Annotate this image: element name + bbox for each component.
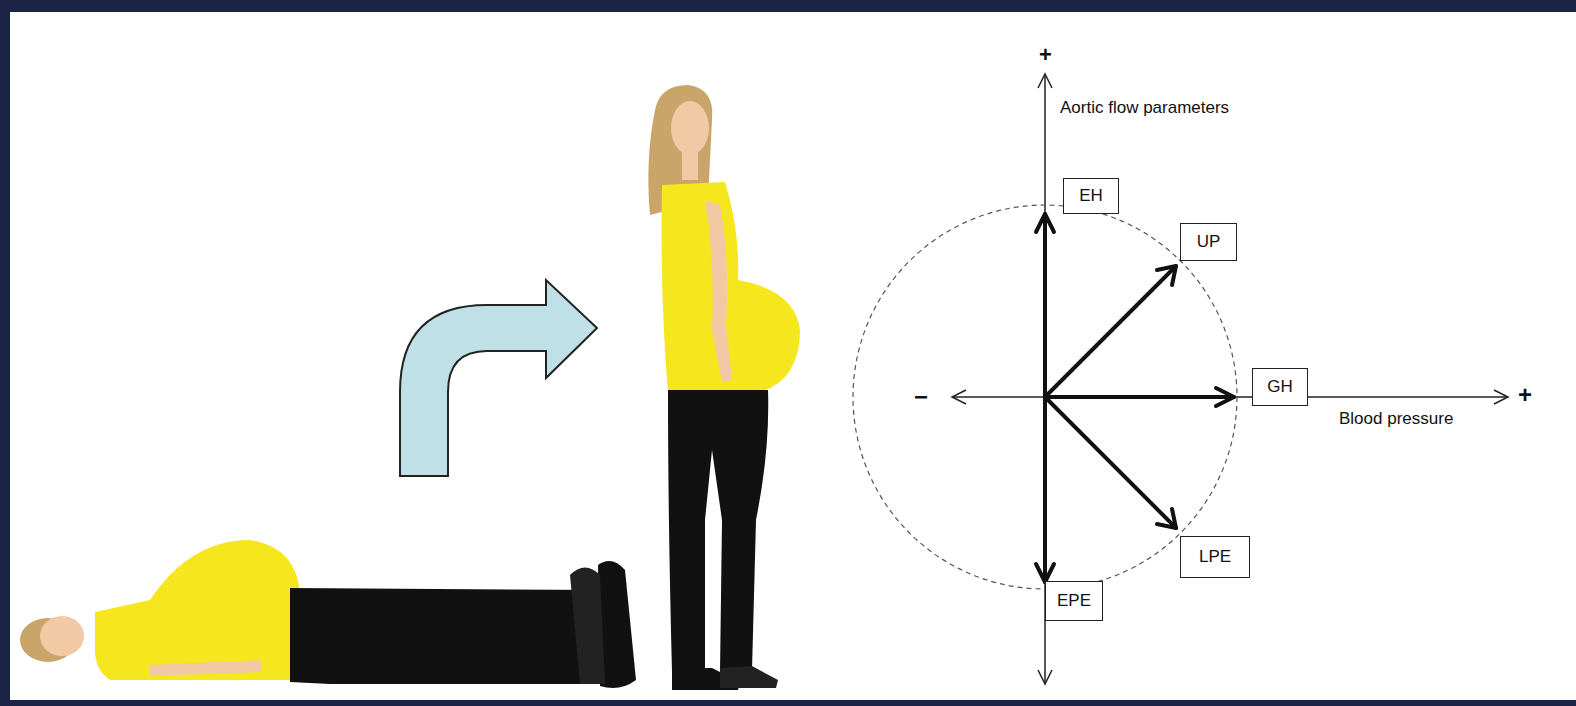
label-box: UP [1180, 223, 1237, 261]
axis-label: + [1518, 381, 1532, 409]
box-text: EPE [1057, 591, 1091, 611]
box-text: UP [1197, 232, 1221, 252]
axis-label: Aortic flow parameters [1060, 98, 1229, 118]
standing-woman [648, 85, 800, 690]
axis-label: − [914, 383, 928, 411]
box-text: LPE [1199, 547, 1231, 567]
label-box: GH [1252, 368, 1308, 406]
label-box: EH [1063, 178, 1119, 214]
box-text: GH [1267, 377, 1293, 397]
axis-label: Blood pressure [1339, 409, 1453, 429]
label-box: EPE [1045, 581, 1103, 621]
axis-label: + [1039, 42, 1052, 68]
lying-woman [20, 540, 636, 688]
dashed-circle [853, 205, 1237, 589]
vector-arrows [1036, 214, 1234, 582]
label-box: LPE [1180, 536, 1250, 578]
box-text: EH [1079, 186, 1103, 206]
axes [952, 74, 1508, 684]
curved-arrow [400, 280, 597, 476]
